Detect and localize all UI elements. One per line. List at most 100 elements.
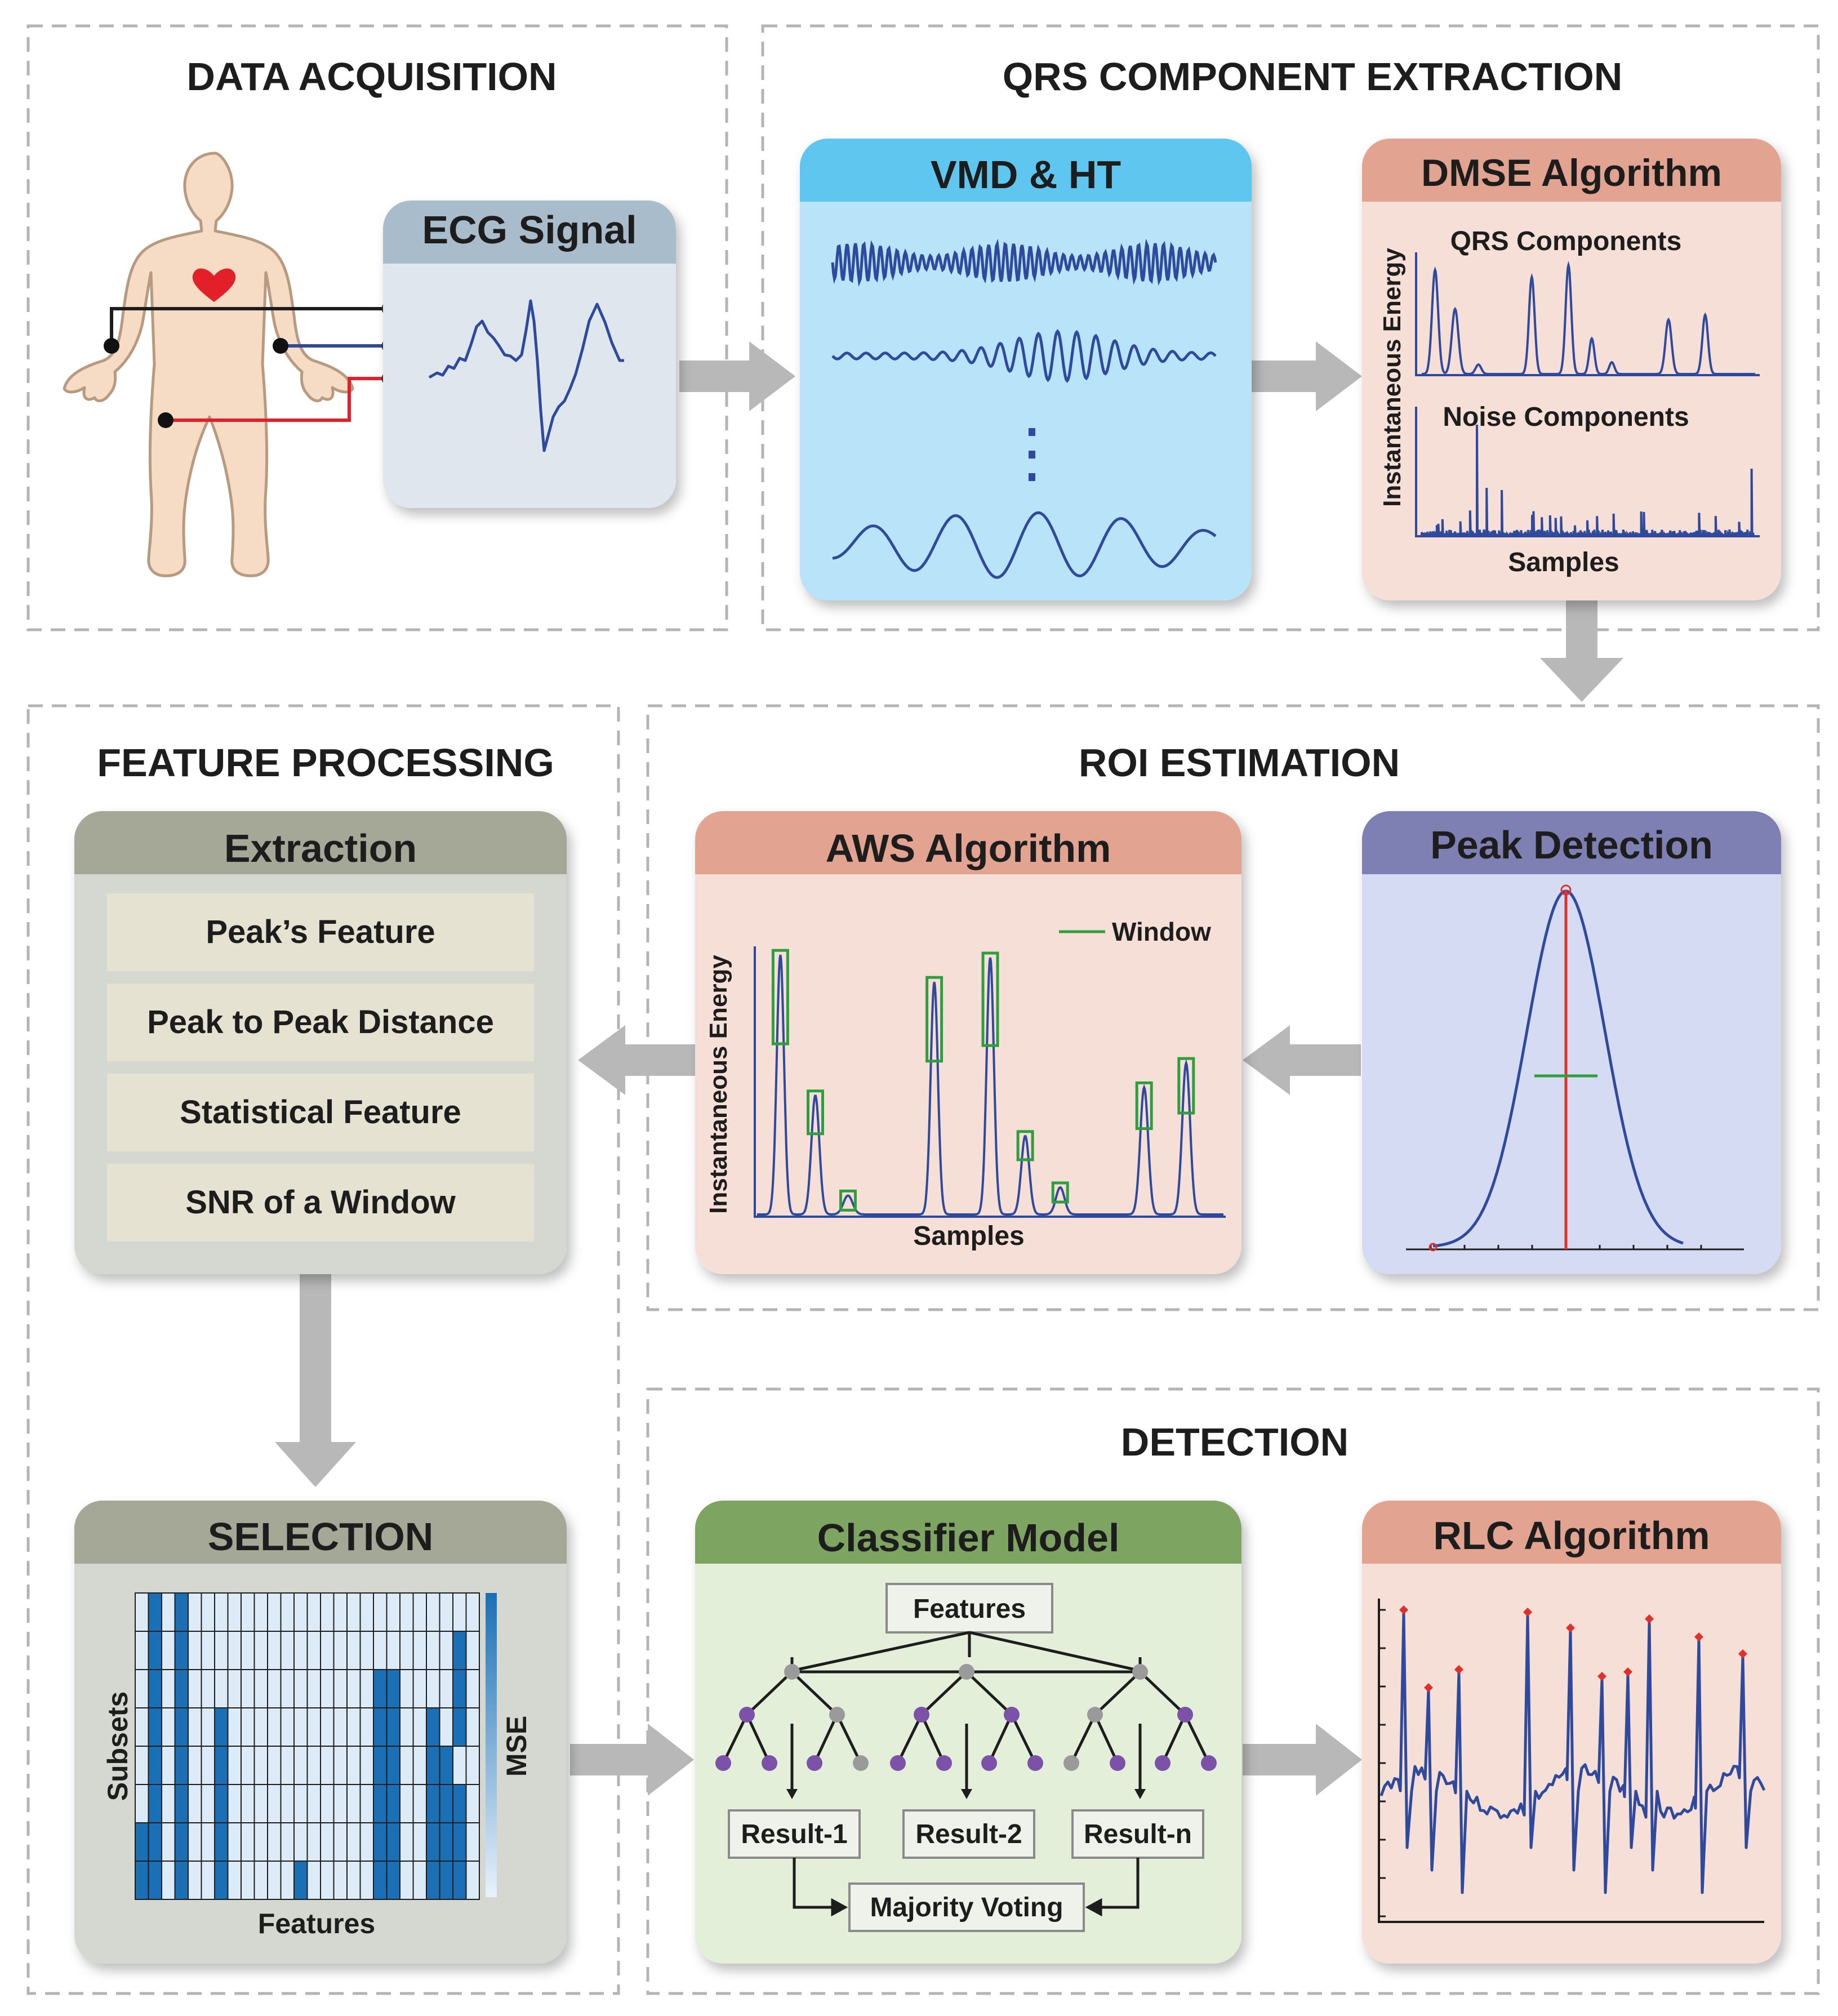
vmd-mode-n bbox=[832, 511, 1217, 579]
selection-grid-cell bbox=[174, 1784, 189, 1823]
selection-grid-cell bbox=[188, 1861, 202, 1900]
selection-grid-cell bbox=[214, 1631, 229, 1670]
selection-grid-cell bbox=[280, 1631, 295, 1670]
selection-grid-cell bbox=[439, 1822, 453, 1862]
selection-grid-cell bbox=[280, 1822, 295, 1862]
selection-grid-cell bbox=[161, 1861, 176, 1900]
selection-grid-cell bbox=[174, 1822, 189, 1862]
selection-grid-cell bbox=[161, 1746, 176, 1785]
selection-grid-cell bbox=[399, 1669, 414, 1708]
selection-grid-cell bbox=[241, 1861, 255, 1900]
selection-grid-cell bbox=[201, 1861, 215, 1900]
selection-grid-cell bbox=[253, 1631, 268, 1670]
selection-grid-cell bbox=[426, 1822, 440, 1862]
selection-grid-cell bbox=[148, 1669, 162, 1708]
extraction-item-label: Statistical Feature bbox=[180, 1094, 461, 1131]
selection-grid-cell bbox=[201, 1707, 215, 1747]
rlc-axis-ticks bbox=[1379, 1609, 1386, 1917]
selection-grid-cell bbox=[267, 1631, 282, 1670]
selection-grid-cell bbox=[174, 1746, 189, 1785]
tree-node bbox=[890, 1755, 906, 1771]
aws-legend-label: Window bbox=[1112, 917, 1211, 946]
selection-grid-cell bbox=[306, 1784, 321, 1823]
card-rlc-title: RLC Algorithm bbox=[1433, 1514, 1710, 1557]
selection-grid-cell bbox=[253, 1746, 268, 1785]
rlc-peak-marker bbox=[1399, 1605, 1408, 1614]
selection-grid-cell bbox=[306, 1669, 321, 1708]
selection-grid-cell bbox=[465, 1861, 480, 1900]
selection-grid bbox=[135, 1592, 480, 1900]
selection-grid-cell bbox=[241, 1669, 255, 1708]
selection-grid-cell bbox=[214, 1861, 229, 1900]
card-aws-algorithm bbox=[695, 811, 1241, 1274]
extraction-item-label: Peak to Peak Distance bbox=[147, 1004, 494, 1040]
selection-grid-cell bbox=[426, 1592, 440, 1632]
selection-grid-cell bbox=[386, 1592, 400, 1632]
rlc-peak-marker bbox=[1645, 1614, 1654, 1623]
selection-grid-cell bbox=[280, 1861, 295, 1900]
selection-grid-cell bbox=[452, 1746, 467, 1785]
selection-grid-cell bbox=[174, 1861, 189, 1900]
tree-node bbox=[784, 1664, 800, 1680]
tree-node bbox=[1132, 1664, 1148, 1680]
selection-grid-cell bbox=[386, 1631, 400, 1670]
tree-node bbox=[715, 1755, 731, 1771]
selection-grid-cell bbox=[267, 1592, 282, 1632]
selection-grid-cell bbox=[306, 1861, 321, 1900]
selection-grid-cell bbox=[320, 1861, 335, 1900]
selection-grid-cell bbox=[333, 1707, 348, 1747]
selection-grid-cell bbox=[174, 1707, 189, 1747]
selection-grid-cell bbox=[412, 1861, 427, 1900]
section-frame-data-acquisition bbox=[26, 24, 728, 631]
selection-grid-cell bbox=[227, 1592, 242, 1632]
selection-grid-cell bbox=[293, 1631, 308, 1670]
selection-grid-cell bbox=[241, 1592, 255, 1632]
vmd-mode-1 bbox=[831, 238, 1217, 287]
tree-node bbox=[1063, 1755, 1079, 1771]
selection-grid-cell bbox=[267, 1784, 282, 1823]
section-title-detection: DETECTION bbox=[1121, 1420, 1349, 1464]
selection-grid-cell bbox=[214, 1822, 229, 1862]
card-peak-header bbox=[1362, 811, 1781, 874]
selection-grid-cell bbox=[241, 1784, 255, 1823]
selection-grid-cell bbox=[174, 1631, 189, 1670]
selection-grid-cell bbox=[452, 1707, 467, 1747]
rlc-axes bbox=[1378, 1599, 1764, 1923]
selection-grid-cell bbox=[439, 1631, 453, 1670]
aws-window-marker bbox=[925, 976, 944, 1063]
selection-grid-cell bbox=[359, 1746, 374, 1785]
selection-grid-cell bbox=[135, 1784, 149, 1823]
selection-grid-cell bbox=[346, 1631, 361, 1670]
selection-grid-cell bbox=[188, 1784, 202, 1823]
selection-grid-cell bbox=[452, 1631, 467, 1670]
selection-grid-cell bbox=[359, 1707, 374, 1747]
card-selection-title: SELECTION bbox=[208, 1515, 434, 1559]
card-extraction-title: Extraction bbox=[224, 826, 417, 870]
card-aws-header bbox=[695, 811, 1241, 874]
tree-node bbox=[914, 1707, 929, 1723]
selection-grid-cell bbox=[293, 1669, 308, 1708]
selection-grid-cell bbox=[333, 1784, 348, 1823]
selection-colorbar-label: MSE bbox=[501, 1716, 532, 1777]
selection-grid-cell bbox=[412, 1669, 427, 1708]
selection-grid-cell bbox=[214, 1669, 229, 1708]
arrow-dmse-to-peak bbox=[1540, 600, 1623, 702]
card-dmse-body bbox=[1362, 139, 1781, 600]
classifier-result-box: Result-2 bbox=[902, 1809, 1035, 1859]
selection-grid-cell bbox=[346, 1746, 361, 1785]
selection-grid-cell bbox=[386, 1861, 400, 1900]
selection-grid-cell bbox=[161, 1592, 176, 1632]
selection-grid-cell bbox=[267, 1669, 282, 1708]
selection-grid-cell bbox=[280, 1707, 295, 1747]
classifier-result-label: Result-1 bbox=[741, 1819, 847, 1849]
selection-grid-cell bbox=[399, 1707, 414, 1747]
selection-grid-cell bbox=[439, 1592, 453, 1632]
selection-grid-cell bbox=[320, 1707, 335, 1747]
rlc-peak-marker bbox=[1566, 1623, 1575, 1632]
section-frames bbox=[26, 24, 1820, 1995]
selection-grid-cell bbox=[241, 1746, 255, 1785]
selection-grid-cell bbox=[426, 1784, 440, 1823]
selection-grid-cell bbox=[201, 1746, 215, 1785]
selection-grid-cell bbox=[426, 1631, 440, 1670]
extraction-item-label: SNR of a Window bbox=[185, 1184, 456, 1221]
